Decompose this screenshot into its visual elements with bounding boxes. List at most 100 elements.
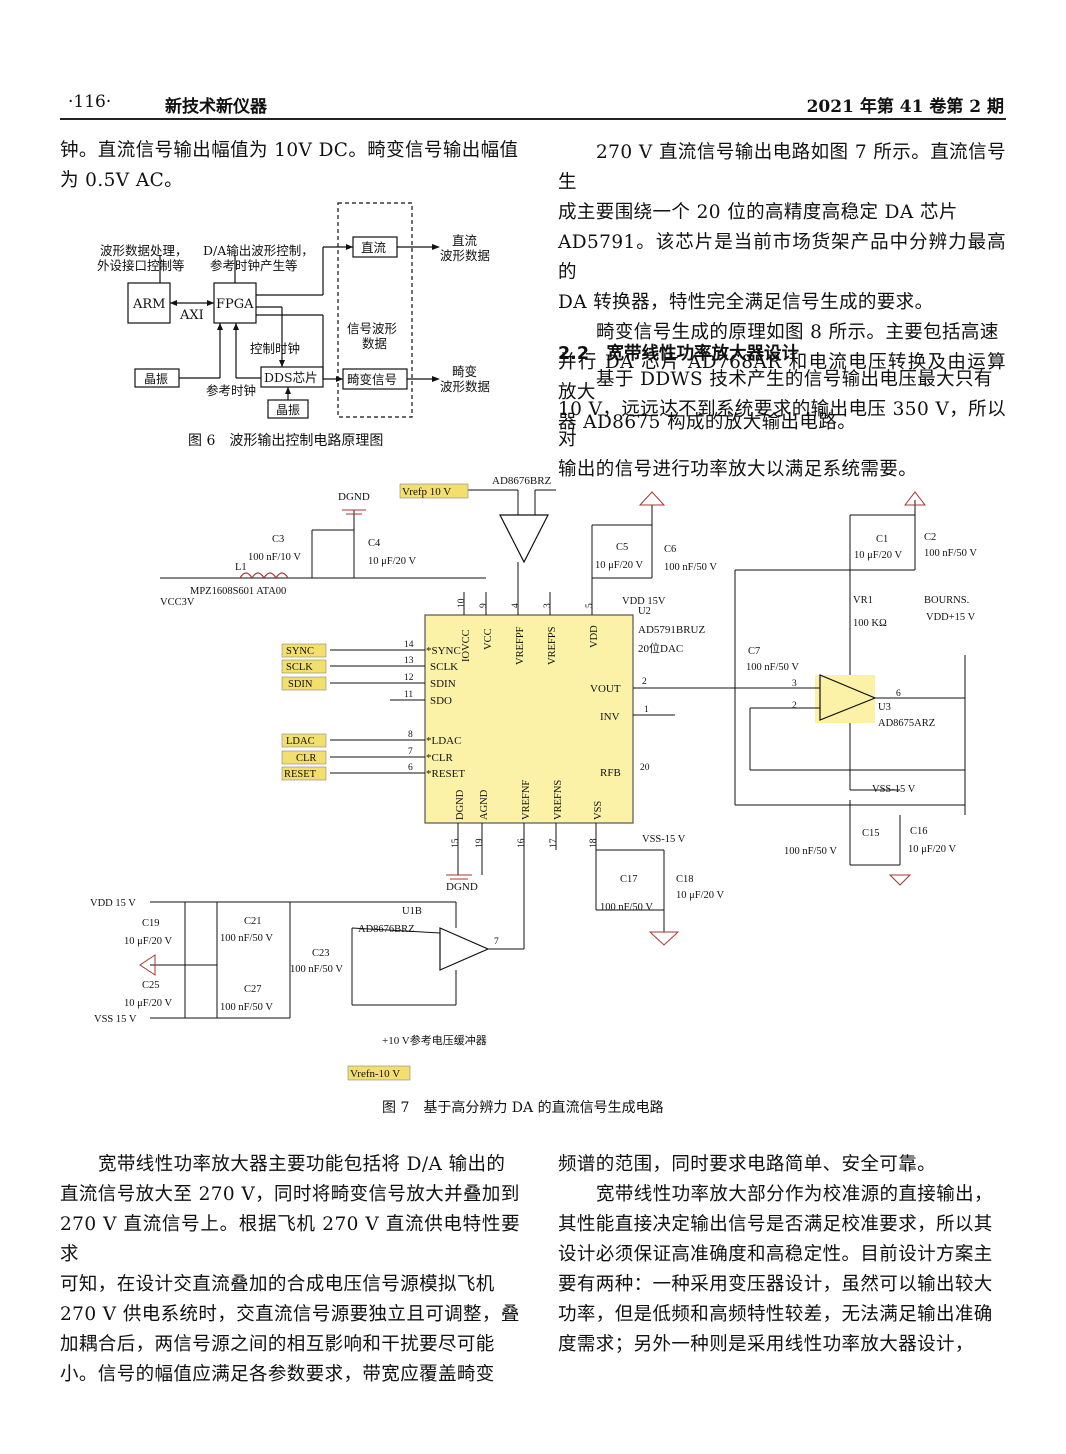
fig6-signal: 信号波形 (347, 321, 398, 336)
net-vrefp: Vrefp 10 V (402, 486, 451, 498)
vdd-plus15: VDD+15 V (926, 612, 976, 623)
text-line: 直流信号放大至 270 V，同时将畸变信号放大并叠加到 (60, 1184, 520, 1205)
c21-label: C21 (244, 916, 262, 927)
pin-ldac: *LDAC (426, 735, 461, 747)
l1-label: L1 (235, 562, 247, 573)
u2-label: U2 (638, 606, 651, 617)
chip-name: AD5791BRUZ (638, 624, 706, 636)
text-line: 270 V 直流信号上。根据飞机 270 V 直流供电特性要求 (60, 1214, 520, 1265)
c19-value: 10 μF/20 V (124, 936, 172, 947)
text-line: 宽带线性功率放大部分作为校准源的直接输出， (596, 1184, 993, 1205)
c19-label: C19 (142, 918, 160, 929)
net-ldac: LDAC (286, 736, 315, 747)
pin-vrefpf: VREFPF (515, 626, 526, 665)
pinnum-9: 9 (479, 603, 489, 608)
c3-value: 100 nF/10 V (248, 552, 301, 563)
dgnd-top: DGND (338, 491, 370, 503)
text-line: 10 V，远远达不到系统要求的输出电压 350 V，所以对 (558, 399, 1006, 450)
pin-iovcc: IOVCC (461, 629, 472, 662)
text-line: 频谱的范围，同时要求电路简单、安全可靠。 (558, 1154, 937, 1175)
left-col-bottom: 宽带线性功率放大器主要功能包括将 D/A 输出的 直流信号放大至 270 V，同… (60, 1150, 520, 1390)
pinnum-19: 19 (475, 838, 485, 848)
text-line: 畸变信号生成的原理如图 8 所示。主要包括高速 (596, 322, 999, 343)
pinnum-20: 20 (640, 763, 650, 773)
vr1-label: VR1 (853, 595, 873, 606)
fig6-signal-2: 数据 (362, 336, 387, 351)
right-col-bottom: 频谱的范围，同时要求电路简单、安全可靠。 宽带线性功率放大部分作为校准源的直接输… (558, 1150, 1006, 1360)
c27-value: 100 nF/50 V (220, 1002, 273, 1013)
u1b-pin7: 7 (494, 937, 499, 947)
pin-vrefns: VREFNS (553, 780, 564, 820)
pinnum-5: 5 (585, 603, 595, 608)
fig6-dc-out-2: 波形数据 (440, 248, 490, 263)
u1b-label: U1B (402, 906, 422, 917)
fig6-dds: DDS芯片 (264, 370, 318, 385)
pin-sdo: SDO (430, 695, 452, 707)
pinnum-12: 12 (404, 673, 414, 683)
section-heading: 2.2 宽带线性功率放大器设计 (558, 344, 800, 364)
net-sclk: SCLK (286, 662, 313, 673)
figure-7-caption: 图 7 基于高分辨力 DA 的直流信号生成电路 (382, 1100, 664, 1116)
figure-6-diagram: 波形数据处理， 外设接口控制等 D/A输出波形控制， 参考时钟产生等 ARM F… (97, 202, 490, 419)
c6-label: C6 (664, 544, 676, 555)
text-line: 可知，在设计交直流叠加的合成电压信号源模拟飞机 (60, 1274, 495, 1295)
pinnum-17: 17 (549, 838, 559, 848)
chip-desc: 20位DAC (638, 641, 683, 655)
ad8676-top-label: AD8676BRZ (492, 475, 552, 487)
fig6-ref-clk: 参考时钟 (206, 383, 256, 398)
c5-value: 10 μF/20 V (595, 560, 643, 571)
fig6-axi: AXI (179, 308, 204, 323)
fig6-label-top-left-2: 外设接口控制等 (97, 258, 185, 273)
pin-reset: *RESET (426, 768, 465, 780)
bourns-label: BOURNS. (924, 595, 969, 606)
u1b-value: AD8676BRZ (358, 924, 415, 935)
c16-value: 10 μF/20 V (908, 844, 956, 855)
pinnum-13: 13 (404, 656, 414, 666)
pinnum-1: 1 (644, 705, 649, 715)
pinnum-10: 10 (457, 598, 467, 608)
pinnum-16: 16 (517, 838, 527, 848)
c1-value: 10 μF/20 V (854, 550, 902, 561)
fig6-label-top-mid-2: 参考时钟产生等 (210, 258, 298, 273)
pinnum-8: 8 (408, 730, 413, 740)
fig6-crystal-bottom: 晶振 (276, 403, 300, 417)
pin-agnd: AGND (479, 789, 490, 820)
fig6-crystal-left: 晶振 (144, 372, 168, 386)
text-line: 宽带线性功率放大器主要功能包括将 D/A 输出的 (98, 1154, 506, 1175)
pin-vrefps: VREFPS (547, 626, 558, 665)
fig6-label-top-mid: D/A输出波形控制， (203, 243, 314, 258)
pin-vdd: VDD (589, 625, 600, 648)
right-col-after-section: 基于 DDWS 技术产生的信号输出电压最大只有 10 V，远远达不到系统要求的输… (558, 365, 1006, 485)
pin-vrefnf: VREFNF (521, 780, 532, 820)
journal-name: 新技术新仪器 (165, 97, 267, 117)
left-col-top: 钟。直流信号输出幅值为 10V DC。畸变信号输出幅值 为 0.5V AC。 (60, 136, 520, 196)
text-line: 功率，但是低频和高频特性较差，无法满足输出准确 (558, 1304, 993, 1325)
issue-info: 2021 年第 41 卷第 2 期 (806, 97, 1004, 117)
c2-value: 100 nF/50 V (924, 548, 977, 559)
figure-7-schematic: Vrefp 10 V Vrefn-10 V AD8676BRZ DGND C3 … (90, 475, 977, 1081)
ad5791-chip (424, 614, 634, 824)
right-col-top: 270 V 直流信号输出电路如图 7 所示。直流信号生 成主要围绕一个 20 位… (558, 138, 1006, 438)
pin-sdin: SDIN (430, 678, 456, 690)
u3-value: AD8675ARZ (878, 718, 935, 729)
c18-label: C18 (676, 874, 694, 885)
text-line: 度需求；另外一种则是采用线性功率放大器设计， (558, 1334, 974, 1355)
fig6-distort-out: 畸变 (452, 364, 477, 379)
fig6-label-top-left: 波形数据处理， (100, 243, 188, 258)
c17-label: C17 (620, 874, 638, 885)
text-line: 270 V 供电系统时，交直流信号源要独立且可调整，叠 (60, 1304, 520, 1325)
u1b-opamp (439, 927, 490, 971)
pin-inv: INV (600, 711, 620, 723)
pinnum-15: 15 (451, 838, 461, 848)
text-line: 小。信号的幅值应满足各参数要求，带宽应覆盖畸变 (60, 1364, 495, 1385)
text-line: AD5791。该芯片是当前市场货架产品中分辨力最高的 (558, 232, 1006, 283)
pinnum-14: 14 (404, 640, 414, 650)
net-vrefn: Vrefn-10 V (350, 1068, 400, 1080)
pinnum-11: 11 (404, 690, 413, 700)
vr1-value: 100 KΩ (853, 618, 887, 629)
pin-sync: *SYNC (426, 645, 461, 657)
c16-label: C16 (910, 826, 928, 837)
pinnum-7: 7 (408, 747, 413, 757)
u3-pin6: 6 (896, 689, 901, 699)
figure-6-caption: 图 6 波形输出控制电路原理图 (188, 433, 384, 449)
